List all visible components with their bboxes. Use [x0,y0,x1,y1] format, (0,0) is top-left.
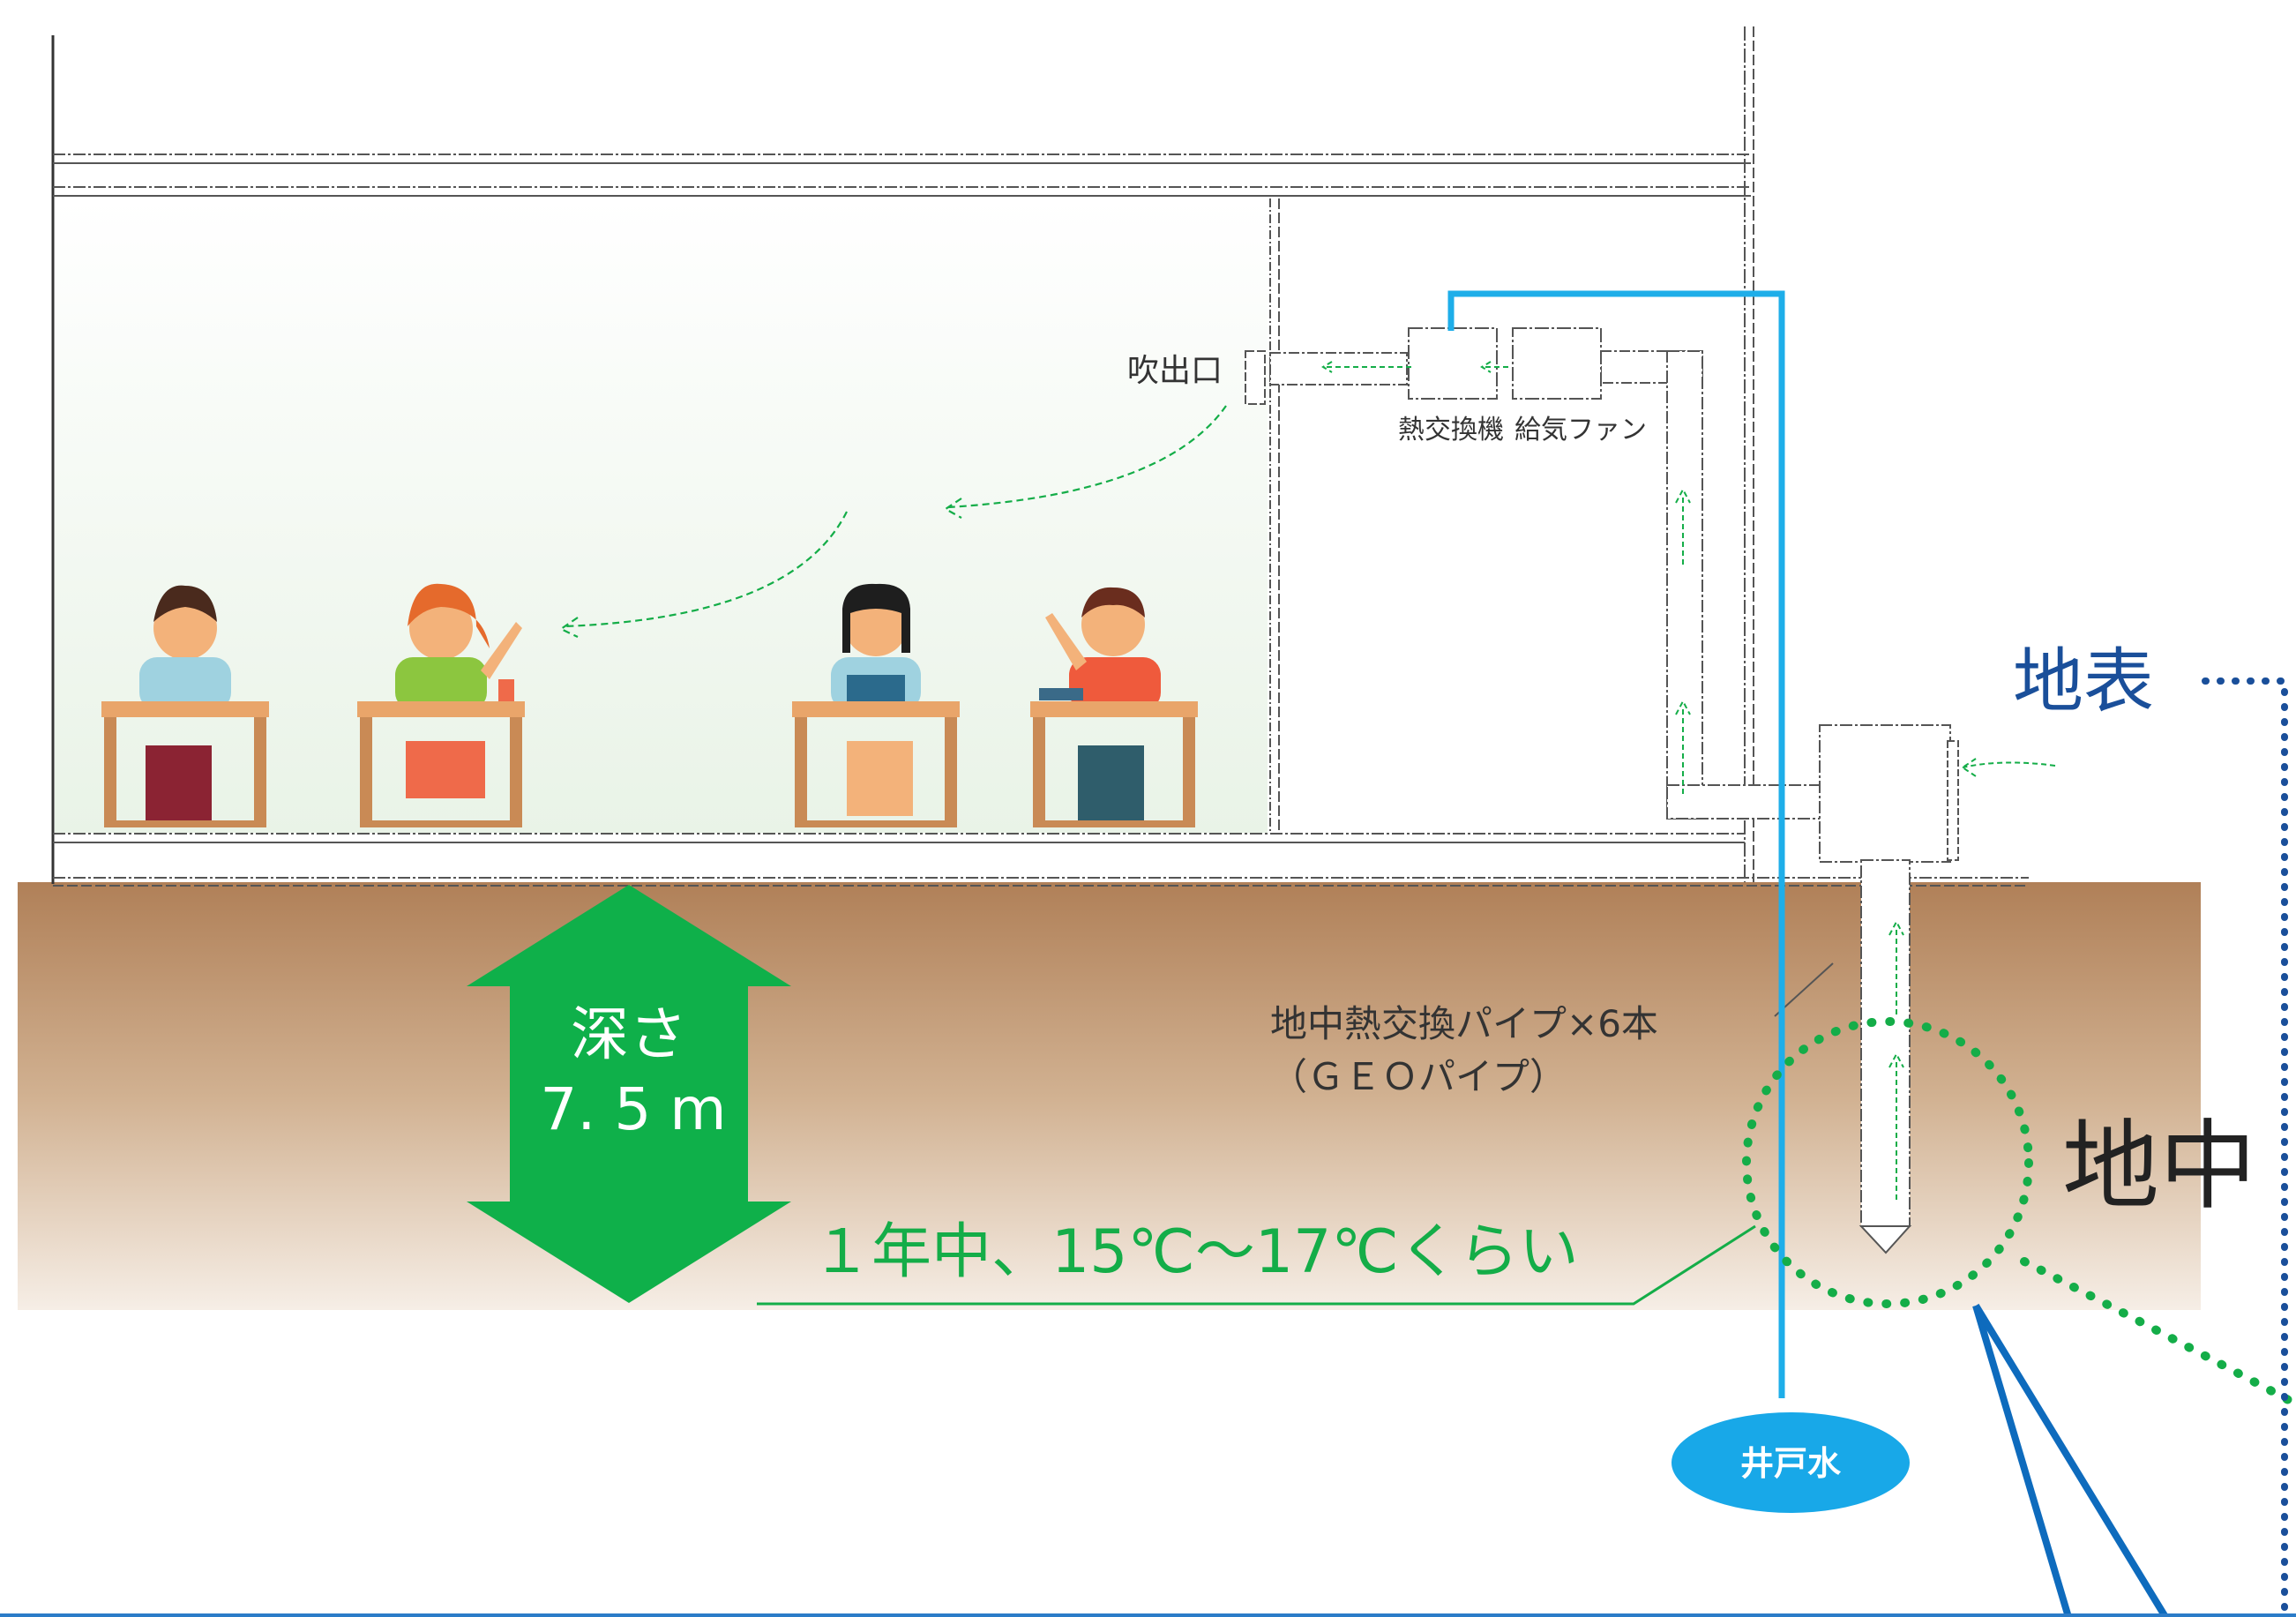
pipe-label-line1: 地中熱交換パイプ×6本 [1270,1002,1658,1045]
zoom-dotted-line [2020,1257,2296,1407]
classroom-area [55,199,1268,833]
zoom-circle [1742,1017,2033,1308]
pipe-label-line2: （ＧＥＯパイプ） [1270,1055,1567,1098]
supply-fan-box [1512,327,1602,400]
well-water-label: 井戸水 [1740,1444,1842,1483]
building-outline [51,26,2029,887]
duct-airflow-arrows [1321,361,2056,1200]
zoom-line-right [1972,1303,2169,1617]
supply-fan-label: 給気ファン [1514,415,1647,445]
surface-label: 地表 [2013,640,2154,722]
surface-dotted-line [2202,677,2288,1617]
zoom-line-left [1972,1304,2072,1617]
heat-exchanger-label: 熱交換機 [1398,415,1504,445]
temperature-leader-line [757,1224,1756,1306]
well-water-ellipse [1672,1412,1910,1513]
underground-label: 地中 [2062,1110,2256,1223]
well-water-pipe [1447,290,1785,1398]
air-duct [1245,350,1959,1227]
student-at-desk-3 [792,583,960,827]
pipe-tip [1858,1225,1912,1254]
depth-label-value: 7. 5 m [540,1075,726,1143]
depth-arrow-icon [467,885,791,1303]
temperature-label: １年中、15℃～17℃くらい [811,1217,1579,1287]
underground-soil [18,882,2201,1310]
depth-label-word: 深さ [571,1000,687,1068]
airflow-arrows [558,405,1227,638]
heat-exchanger-box [1408,327,1498,400]
student-at-desk-1 [101,585,269,827]
outlet-label: 吹出口 [1127,353,1223,389]
student-at-desk-2 [357,583,525,827]
student-at-desk-4 [1030,587,1198,827]
